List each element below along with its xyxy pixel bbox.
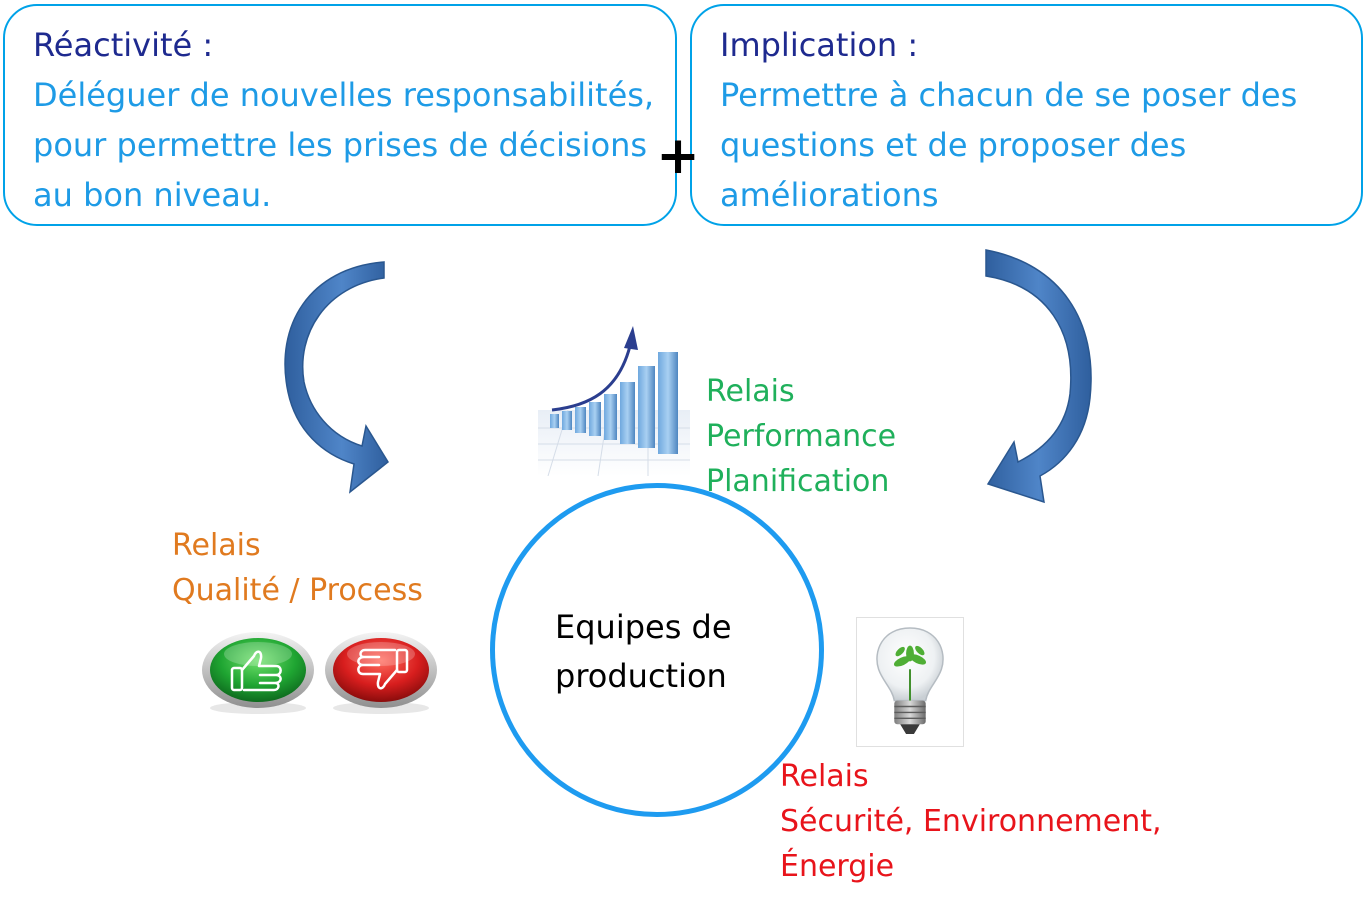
relais-performance-line2: Performance: [706, 419, 897, 454]
relais-performance-line1: Relais: [706, 374, 795, 409]
relais-performance-label: Relais Performance Planification: [706, 369, 896, 504]
plus-sign: +: [656, 126, 700, 186]
production-teams-line1: Equipes de: [555, 608, 732, 646]
production-teams-label: Equipes de production: [555, 603, 795, 701]
implication-title: Implication :: [720, 26, 919, 64]
reactivite-box: Réactivité : Déléguer de nouvelles respo…: [3, 4, 677, 226]
relais-securite-line3: Énergie: [780, 849, 895, 884]
curved-arrow-left-icon: [284, 261, 389, 494]
growth-chart-icon: [538, 326, 690, 476]
implication-body: Permettre à chacun de se poser des quest…: [720, 76, 1298, 214]
relais-qualite-label: Relais Qualité / Process: [172, 523, 423, 613]
relais-qualite-line1: Relais: [172, 528, 261, 563]
thumbs-up-icon: [202, 632, 314, 714]
reactivite-body: Déléguer de nouvelles responsabilités, p…: [33, 76, 655, 214]
production-teams-circle: [490, 483, 824, 817]
relais-securite-label: Relais Sécurité, Environnement, Énergie: [780, 754, 1162, 889]
relais-qualite-line2: Qualité / Process: [172, 573, 423, 608]
implication-box: Implication : Permettre à chacun de se p…: [690, 4, 1363, 226]
relais-performance-line3: Planification: [706, 464, 890, 499]
curved-arrow-right-icon: [985, 249, 1092, 504]
production-teams-line2: production: [555, 657, 727, 695]
relais-securite-line2: Sécurité, Environnement,: [780, 804, 1162, 839]
lightbulb-icon: [856, 617, 964, 747]
reactivite-title: Réactivité :: [33, 26, 214, 64]
relais-securite-line1: Relais: [780, 759, 869, 794]
thumbs-down-icon: [325, 632, 437, 714]
